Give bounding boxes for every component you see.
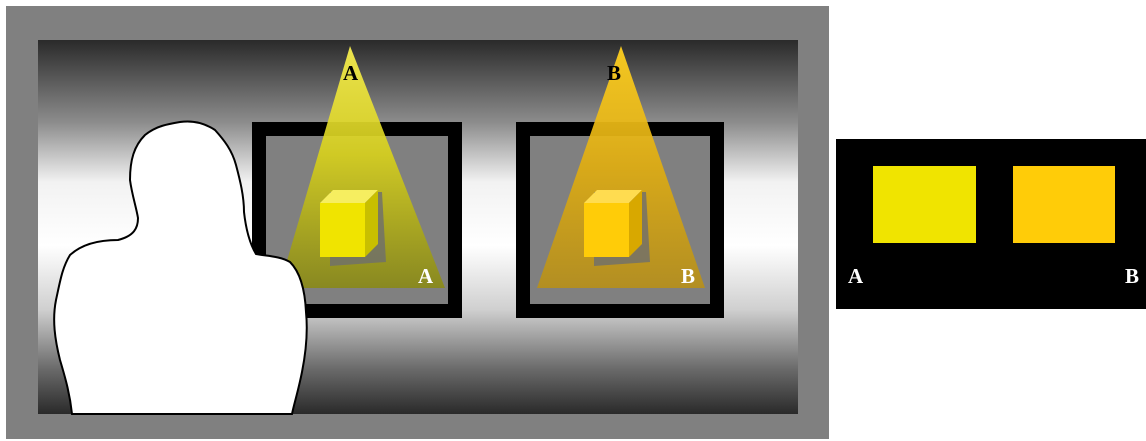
swatch-a-label: A xyxy=(848,264,864,288)
swatch-b xyxy=(1013,166,1115,243)
cube-b xyxy=(584,190,650,266)
cone-a-bottom-label: A xyxy=(418,264,434,288)
swatch-b-label: B xyxy=(1125,264,1139,288)
cone-b-bottom-label: B xyxy=(681,264,695,288)
swatch-panel: A B xyxy=(836,139,1146,309)
swatch-a xyxy=(873,166,976,243)
cube-a xyxy=(320,190,386,266)
cone-a-top-label: A xyxy=(343,61,359,85)
cone-b-top-label: B xyxy=(607,61,621,85)
